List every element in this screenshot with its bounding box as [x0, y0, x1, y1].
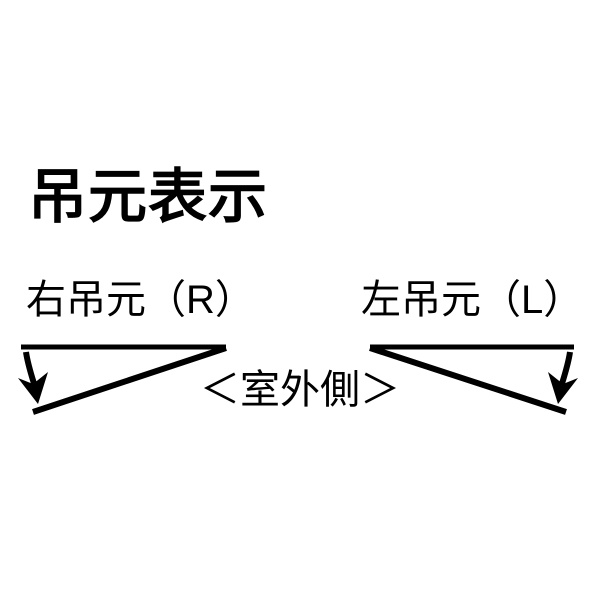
page-title: 吊元表示: [28, 164, 269, 230]
door-swing-right-hinge: [18, 344, 227, 415]
door-swing-left-hinge: [369, 344, 578, 415]
door-leaf-line-left-hinge: [369, 345, 567, 415]
swing-arrow-right-hinge: [18, 351, 48, 404]
swing-arrow-left-hinge: [548, 351, 578, 404]
outside-side-label: ＜室外側＞: [200, 368, 400, 412]
label-right-hinge: 右吊元（R）: [26, 278, 255, 322]
label-left-hinge: 左吊元（L）: [361, 278, 584, 322]
door-leaf-line-right-hinge: [32, 345, 227, 415]
